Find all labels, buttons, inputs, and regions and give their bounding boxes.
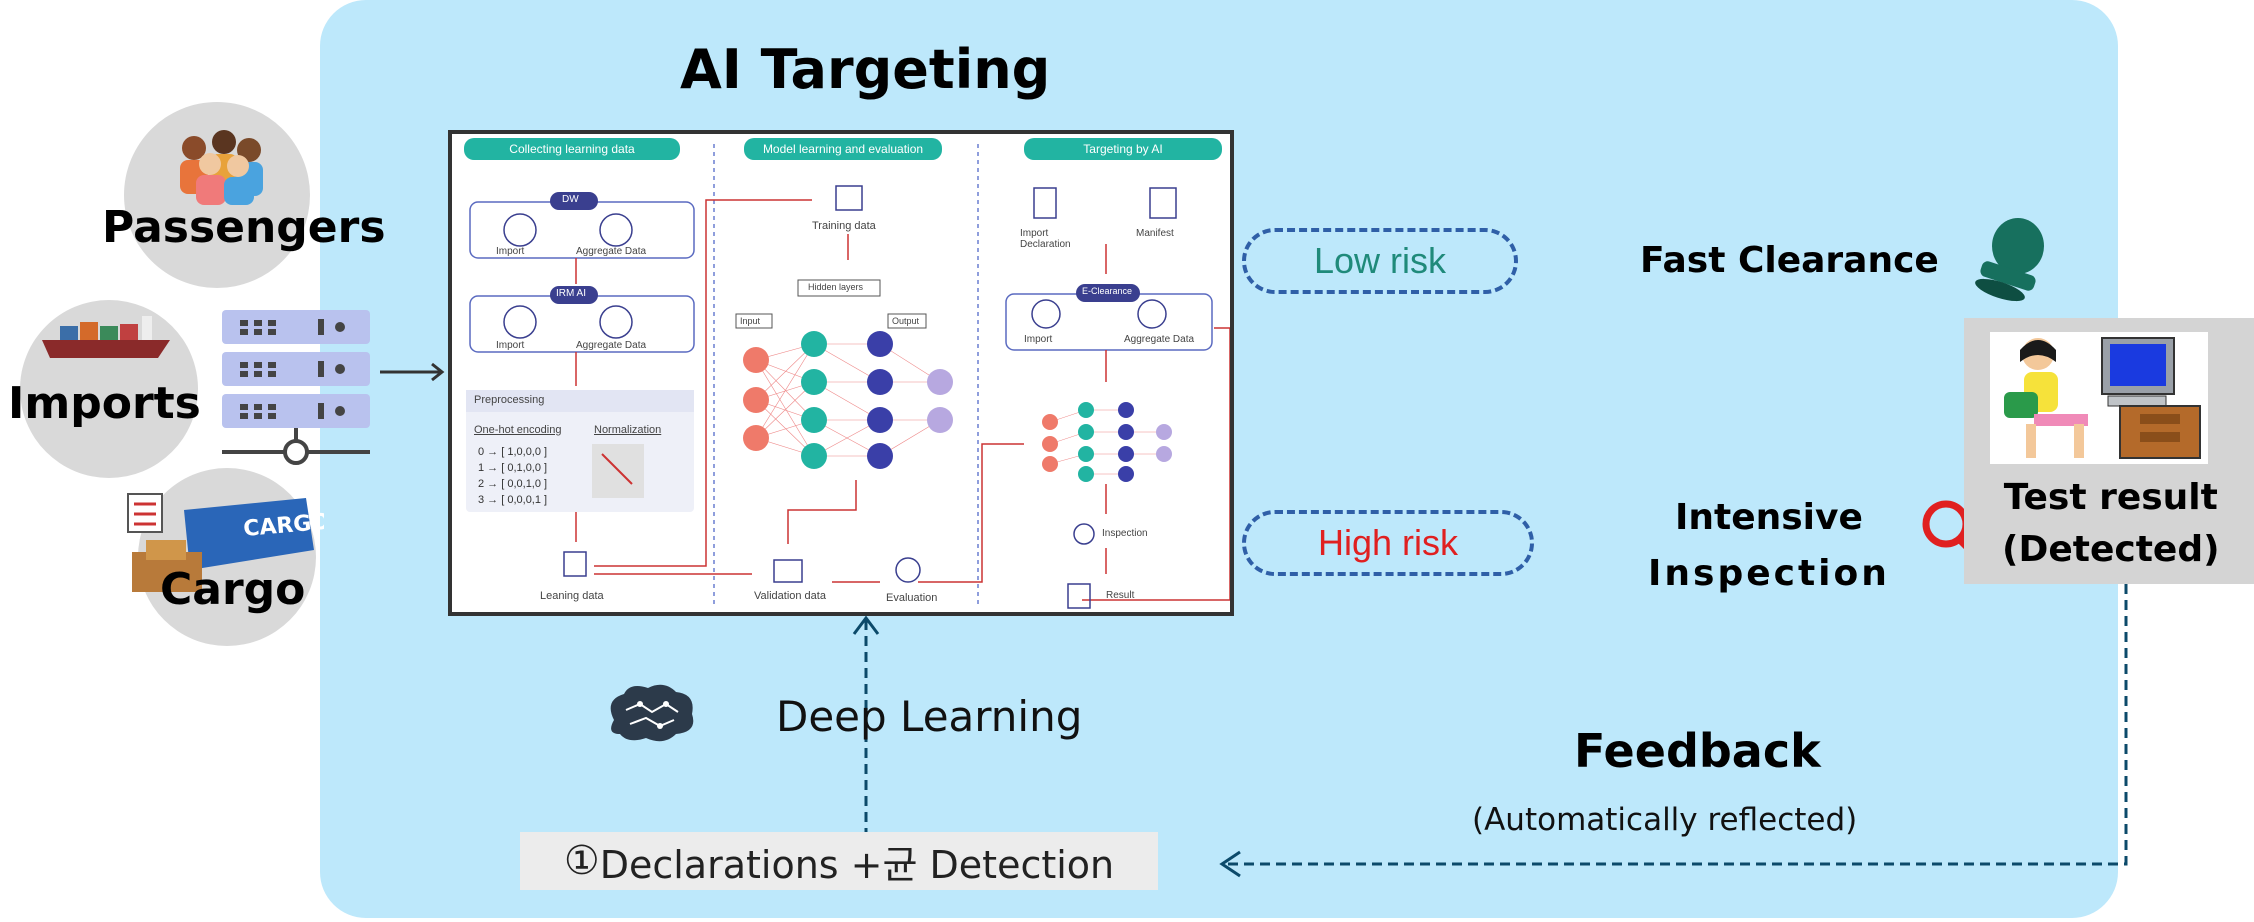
import-label-1: Import <box>496 246 525 257</box>
hidden-layers-label: Hidden layers <box>808 282 864 292</box>
manifest-label: Manifest <box>1136 228 1174 239</box>
declarations-bar: ① Declarations +균 Detection <box>520 832 1158 890</box>
one-hot-label: One-hot encoding <box>474 424 562 436</box>
col2-header: Model learning and evaluation <box>744 138 942 160</box>
training-data-label: Training data <box>812 220 876 232</box>
import-label-2: Import <box>496 340 525 351</box>
test-result-line1: Test result <box>2003 477 2218 518</box>
e-clearance-label: E-Clearance <box>1082 286 1133 296</box>
passengers-circle <box>124 102 310 288</box>
imports-circle <box>20 300 198 478</box>
intensive-line2: Inspection <box>1648 553 1890 594</box>
cargo-label: Cargo <box>160 564 306 615</box>
fast-clearance-label: Fast Clearance <box>1640 240 1939 281</box>
server-icon <box>222 310 370 465</box>
high-risk-label: High risk <box>1317 522 1459 563</box>
brain-icon <box>610 684 694 742</box>
normalization-label: Normalization <box>594 424 662 436</box>
feedback-subtitle: (Automatically reflected) <box>1472 802 1858 838</box>
model-diagram: Collecting learning data Model learning … <box>448 130 1234 616</box>
output-label: Output <box>892 316 920 326</box>
preprocessing-label: Preprocessing <box>474 394 545 406</box>
passengers-label: Passengers <box>102 202 386 253</box>
deep-learning-label: Deep Learning <box>776 692 1083 741</box>
low-risk-label: Low risk <box>1313 240 1447 281</box>
stamp-icon <box>1975 218 2044 302</box>
import-label-3: Import <box>1024 334 1053 345</box>
imports-label: Imports <box>8 378 201 429</box>
people-icon <box>180 130 263 205</box>
deep-learning-arrow <box>852 615 880 838</box>
evaluation-label: Evaluation <box>886 592 938 604</box>
enc-row-1: 1 → [ 0,1,0,0 ] <box>478 462 548 474</box>
enc-row-3: 3 → [ 0,0,0,1 ] <box>478 494 548 506</box>
leaning-data-label: Leaning data <box>540 590 604 602</box>
high-risk-pill: High risk <box>1242 510 1534 576</box>
enc-row-0: 0 → [ 1,0,0,0 ] <box>478 446 548 458</box>
server-to-model-arrow <box>380 362 445 382</box>
col1-header: Collecting learning data <box>464 138 680 160</box>
test-result-label: Test result (Detected) <box>2002 472 2220 576</box>
import-declaration-label: Import Declaration <box>1020 228 1071 250</box>
ship-icon <box>42 316 170 358</box>
inspection-label: Inspection <box>1102 528 1148 539</box>
intensive-inspection-label: Intensive Inspection <box>1648 490 1890 602</box>
aggregate-label-1: Aggregate Data <box>576 246 647 257</box>
feedback-title: Feedback <box>1574 724 1821 778</box>
low-risk-pill: Low risk <box>1242 228 1518 294</box>
cargo-icon: CARGO <box>127 493 324 592</box>
aggregate-label-2: Aggregate Data <box>576 340 647 351</box>
aggregate-label-3: Aggregate Data <box>1124 334 1195 345</box>
declarations-text: Declarations +균 Detection <box>599 842 1115 887</box>
operator-icon <box>1990 332 2208 464</box>
validation-data-label: Validation data <box>754 590 826 602</box>
dw-label: DW <box>562 194 579 205</box>
enc-row-2: 2 → [ 0,0,1,0 ] <box>478 478 548 490</box>
col3-header: Targeting by AI <box>1024 138 1222 160</box>
input-label: Input <box>740 316 761 326</box>
feedback-arrow <box>1219 584 2128 878</box>
test-result-line2: (Detected) <box>2002 529 2220 570</box>
result-label: Result <box>1106 590 1135 601</box>
irm-ai-label: IRM AI <box>556 288 587 299</box>
intensive-line1: Intensive <box>1674 497 1863 538</box>
declarations-number: ① <box>563 839 600 883</box>
page-title: AI Targeting <box>680 38 1051 101</box>
